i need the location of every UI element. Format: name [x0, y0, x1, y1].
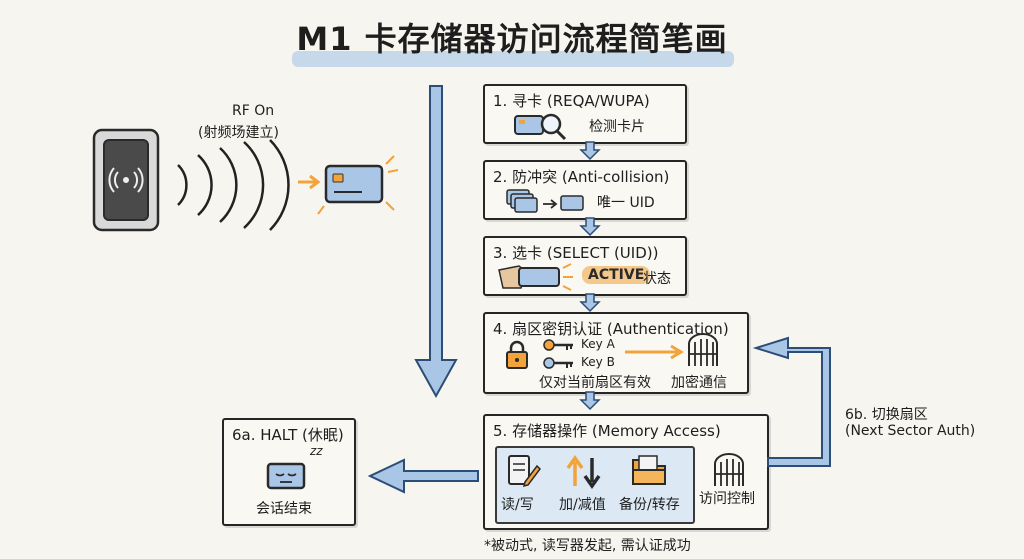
gate-icon	[688, 333, 718, 366]
next-sector-line2: (Next Sector Auth)	[845, 423, 976, 439]
padlock-icon	[506, 340, 528, 369]
sleep-zz: zz	[310, 444, 323, 458]
multi-card-icon	[506, 189, 584, 213]
key-b-label: Key B	[581, 355, 615, 369]
step-4-scope: 仅对当前扇区有效	[539, 375, 651, 391]
card-icon	[317, 155, 399, 215]
connector-1-2	[579, 141, 601, 161]
next-sector-loop-arrow	[752, 336, 831, 467]
step-5-access-control: 访问控制	[699, 491, 755, 507]
key-a-label: Key A	[581, 337, 615, 351]
rf-label-line2: (射频场建立)	[198, 125, 279, 141]
page-title-text: M1 卡存储器访问流程简笔画	[296, 20, 728, 58]
plus-minus-arrows-icon	[566, 454, 601, 490]
op-increment-decrement: 加/减值	[559, 497, 606, 513]
halt-title: 6a. HALT (休眠)	[232, 426, 344, 444]
step-5-title: 5. 存储器操作 (Memory Access)	[493, 422, 721, 440]
step-2-title: 2. 防冲突 (Anti-collision)	[493, 168, 670, 186]
op-backup-transfer: 备份/转存	[619, 497, 680, 513]
rf-reader-icon	[92, 128, 160, 232]
connector-2-3	[579, 217, 601, 237]
rf-waves-icon	[177, 139, 290, 231]
main-flow-arrow-shaft	[414, 85, 458, 399]
active-state-badge: ACTIVE	[582, 266, 651, 284]
step-1-caption: 检测卡片	[589, 119, 645, 135]
key-a-icon	[543, 339, 573, 351]
step-5-box: 5. 存储器操作 (Memory Access) 读/写 加/减值 备份/转存 …	[483, 414, 769, 530]
halt-caption: 会话结束	[256, 501, 312, 517]
connector-4-5	[579, 391, 601, 411]
step-1-title: 1. 寻卡 (REQA/WUPA)	[493, 92, 650, 110]
card-search-icon	[514, 113, 567, 141]
step-3-title: 3. 选卡 (SELECT (UID))	[493, 244, 659, 262]
title-highlight	[292, 51, 734, 67]
step-4-caption: 加密通信	[671, 375, 727, 391]
step-2-caption: 唯一 UID	[597, 195, 655, 211]
rf-label-line1: RF On	[232, 103, 275, 119]
edit-document-icon	[508, 455, 541, 488]
step-2-box: 2. 防冲突 (Anti-collision) 唯一 UID	[483, 160, 687, 220]
card-approach-arrow	[298, 174, 321, 190]
op-read-write: 读/写	[501, 497, 534, 513]
halt-arrow	[367, 458, 479, 494]
step-4-box: 4. 扇区密钥认证 (Authentication) Key A Key B 仅…	[483, 312, 749, 394]
auth-arrow	[625, 344, 684, 360]
step-4-title: 4. 扇区密钥认证 (Authentication)	[493, 320, 729, 338]
access-gate-icon	[714, 453, 744, 486]
sleeping-card-icon	[266, 462, 306, 490]
next-sector-line1: 6b. 切换扇区	[845, 407, 928, 423]
hand-card-icon	[498, 263, 573, 291]
step-1-box: 1. 寻卡 (REQA/WUPA) 检测卡片	[483, 84, 687, 144]
halt-box: 6a. HALT (休眠) zz 会话结束	[222, 418, 356, 526]
connector-3-4	[579, 293, 601, 313]
step-3-box: 3. 选卡 (SELECT (UID)) ACTIVE 状态	[483, 236, 687, 296]
key-b-icon	[543, 357, 573, 369]
footnote: *被动式, 读写器发起, 需认证成功	[484, 538, 691, 554]
step-3-caption: 状态	[643, 271, 671, 287]
folder-document-icon	[632, 455, 666, 485]
page-title: M1 卡存储器访问流程简笔画	[0, 14, 1024, 60]
